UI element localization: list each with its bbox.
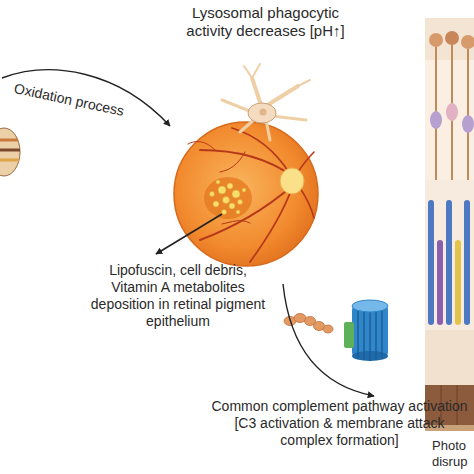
deposit-dots — [232, 190, 240, 198]
blood-vessel — [188, 142, 215, 150]
deposit-dots — [238, 200, 243, 205]
phagocytic-cell — [248, 103, 276, 123]
lens-illustration — [0, 149, 20, 152]
retina-layers — [425, 180, 474, 330]
deposit-dots — [222, 210, 227, 215]
process-arrow — [2, 70, 170, 126]
membrane-attack-complex — [344, 322, 354, 348]
barrel-stripe — [375, 309, 377, 360]
eye-fundus — [174, 122, 318, 266]
deposit-dots — [213, 201, 219, 207]
retina-layers — [429, 33, 443, 47]
retina-layers — [428, 200, 434, 325]
membrane-attack-complex — [352, 300, 388, 312]
lens-illustration — [0, 128, 20, 176]
retina-layers — [445, 31, 459, 45]
neuron-fiber — [436, 45, 468, 180]
retina-layers — [430, 111, 442, 129]
blood-vessel — [220, 152, 245, 172]
blood-vessel — [188, 128, 314, 262]
phagocytic-cell — [260, 109, 267, 116]
retina-layers — [425, 330, 474, 385]
complement-protein — [323, 325, 333, 333]
cell-process — [252, 64, 260, 78]
barrel-stripe — [358, 308, 382, 361]
eye-fundus — [280, 168, 304, 194]
deposit-dots — [210, 192, 215, 197]
deposit-dots — [236, 210, 240, 214]
retina-layers — [464, 200, 470, 325]
barrel-stripe — [363, 309, 365, 360]
retina-layers — [461, 35, 474, 49]
blood-vessel — [222, 221, 250, 224]
deposit-dots — [229, 203, 235, 209]
blood-vessel — [200, 150, 292, 176]
deposit-dots — [210, 180, 247, 215]
lens-illustration — [0, 139, 18, 142]
membrane-attack-complex — [344, 300, 388, 361]
neuron-fiber — [467, 49, 469, 180]
blood-vessel — [232, 128, 290, 174]
cell-process — [222, 100, 252, 112]
retina-layers — [446, 200, 452, 325]
retina-callout: Photo disrup — [432, 438, 472, 470]
arrow-label: Oxidation process — [12, 80, 125, 120]
deposit-dots — [216, 180, 220, 184]
deposit-dots — [218, 186, 226, 194]
retina-layers — [437, 240, 443, 325]
cell-process — [272, 116, 306, 120]
deposit-dots — [227, 183, 233, 189]
retina-layers — [446, 103, 458, 121]
eye-fundus — [174, 122, 318, 266]
deposit-callout: Lipofuscin, cell debris, Vitamin A metab… — [87, 262, 269, 330]
cell-process — [244, 66, 252, 78]
barrel-stripe — [357, 308, 359, 358]
retina-layers — [462, 115, 474, 133]
pointer-arrow — [156, 214, 222, 254]
barrel-stripe — [381, 308, 383, 358]
phagocytic-cell — [222, 64, 310, 140]
cell-callout: Lysosomal phagocytic activity decreases … — [178, 4, 353, 41]
retina-layers — [425, 60, 474, 180]
retina-layers — [455, 240, 461, 325]
cell-process — [266, 120, 270, 140]
lens-illustration — [0, 128, 20, 176]
blood-vessel — [250, 188, 292, 262]
blood-vessel — [200, 186, 292, 240]
process-arrow — [283, 284, 374, 396]
retina-layers — [425, 18, 474, 431]
blood-vessel — [300, 188, 314, 218]
barrel-stripe — [369, 309, 371, 361]
cell-process — [266, 86, 298, 106]
cell-process — [222, 64, 310, 140]
cell-process — [298, 80, 310, 86]
retina-layers — [425, 18, 474, 60]
blood-vessel — [298, 152, 314, 172]
lens-illustration — [0, 159, 19, 162]
deposit-dots — [242, 188, 246, 192]
eye-fundus — [204, 177, 252, 219]
deposit-dots — [223, 197, 230, 204]
